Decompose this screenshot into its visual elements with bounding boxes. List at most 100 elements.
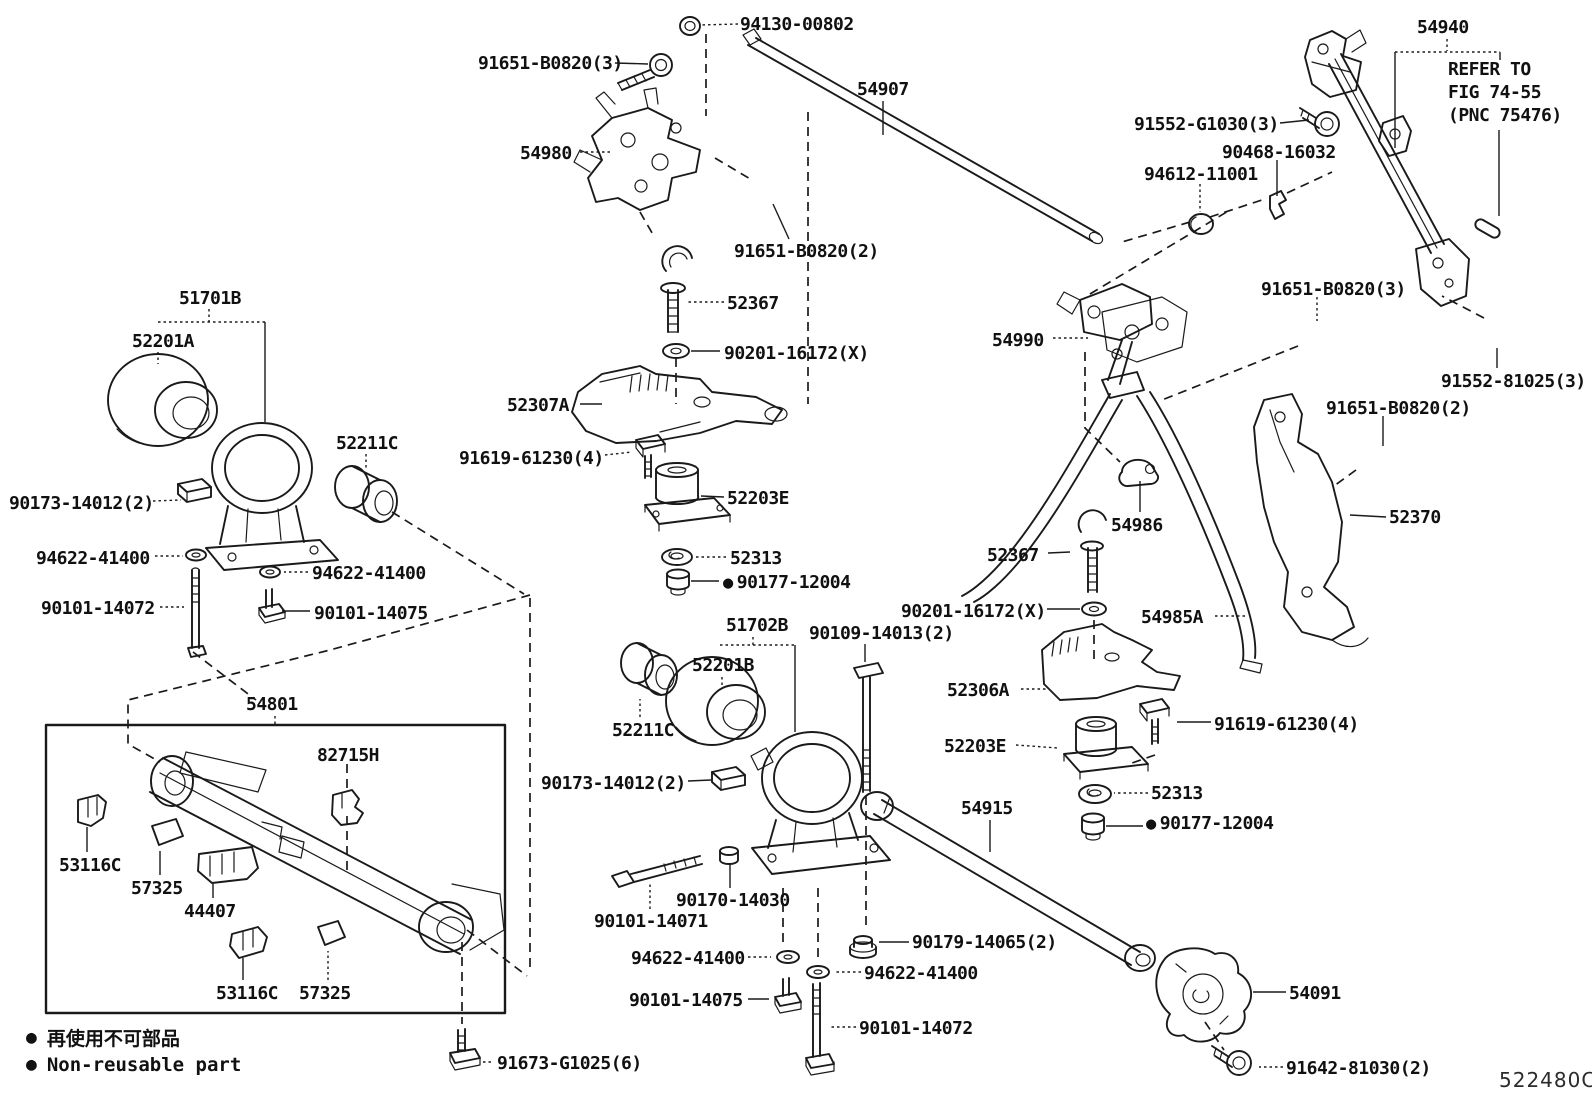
part-label-54915: 54915 bbox=[961, 798, 1013, 819]
part-number-text: 90468-16032 bbox=[1222, 142, 1336, 163]
part-label-52313: 52313 bbox=[1151, 783, 1203, 804]
part-number-text: 90201-16172(X) bbox=[901, 601, 1046, 622]
part-number-text: 90101-14072 bbox=[859, 1018, 973, 1039]
part-number-text: 54915 bbox=[961, 798, 1013, 819]
part-number-text: 54801 bbox=[246, 694, 298, 715]
part-number-text: 52203E bbox=[727, 488, 790, 509]
bolt-90101-14072-center-drawing bbox=[805, 982, 835, 1076]
bolt-91642-drawing bbox=[1211, 1045, 1252, 1076]
bolt-91619-right-drawing bbox=[1139, 698, 1170, 745]
part-label-90201-16172(X): 90201-16172(X) bbox=[724, 343, 869, 364]
part-number-text: 51701B bbox=[179, 288, 242, 309]
part-label-53116C: 53116C bbox=[216, 983, 279, 1004]
refer-note-line: REFER TO bbox=[1448, 59, 1531, 80]
bracket-51702B-drawing bbox=[750, 731, 891, 875]
part-number-text: 91651-B0820(2) bbox=[734, 241, 879, 262]
bolt-90101-14075-center-drawing bbox=[774, 977, 802, 1014]
part-number-text: 51702B bbox=[726, 615, 789, 636]
part-label-52306A: 52306A bbox=[947, 680, 1010, 701]
nut-90173-center-drawing bbox=[711, 766, 746, 791]
part-label-90101-14071: 90101-14071 bbox=[594, 911, 708, 932]
part-label-90468-16032: 90468-16032 bbox=[1222, 142, 1336, 163]
part-number-text: 52370 bbox=[1389, 507, 1441, 528]
nut-90177-left-drawing bbox=[666, 568, 690, 596]
nut-90179-drawing bbox=[849, 935, 877, 959]
refer-note: REFER TO FIG 74-55 (PNC 75476) bbox=[1448, 58, 1562, 127]
part-number-text: 94622-41400 bbox=[312, 563, 426, 584]
part-label-90101-14072: 90101-14072 bbox=[41, 598, 155, 619]
part-label-90101-14072: 90101-14072 bbox=[859, 1018, 973, 1039]
part-number-text: 52201B bbox=[692, 655, 755, 676]
part-label-52313: 52313 bbox=[730, 548, 782, 569]
part-number-text: 57325 bbox=[299, 983, 351, 1004]
bolt-91552-G1030-drawing bbox=[1299, 107, 1340, 137]
part-number-text: 94622-41400 bbox=[36, 548, 150, 569]
stud-90101-14072-left-drawing bbox=[187, 567, 207, 658]
part-number-text: 94130-00802 bbox=[740, 14, 854, 35]
part-number-text: 53116C bbox=[59, 855, 122, 876]
collar-52211C-center-drawing bbox=[620, 642, 678, 696]
bracket-52307A-drawing bbox=[571, 365, 788, 444]
part-label-90201-16172(X): 90201-16172(X) bbox=[901, 601, 1046, 622]
refer-note-line: FIG 74-55 bbox=[1448, 82, 1542, 103]
bushing-52201A-drawing bbox=[107, 353, 218, 447]
legend: ● 再使用不可部品 ● Non-reusable part bbox=[26, 1024, 241, 1078]
part-label-91642-81030(2): 91642-81030(2) bbox=[1286, 1058, 1431, 1079]
part-label-94622-41400: 94622-41400 bbox=[36, 548, 150, 569]
retainer-52313-right-drawing bbox=[1078, 784, 1112, 804]
part-label-94130-00802: 94130-00802 bbox=[740, 14, 854, 35]
part-number-text: 90177-12004 bbox=[1159, 813, 1274, 834]
part-label-91673-G1025(6): 91673-G1025(6) bbox=[497, 1053, 642, 1074]
part-number-text: 82715H bbox=[317, 745, 380, 766]
part-label-90101-14075: 90101-14075 bbox=[314, 603, 428, 624]
part-number-text: 52201A bbox=[132, 331, 195, 352]
part-number-text: 91651-B0820(3) bbox=[478, 53, 623, 74]
part-label-54907: 54907 bbox=[857, 79, 909, 100]
part-number-text: 91673-G1025(6) bbox=[497, 1053, 642, 1074]
part-number-text: 91642-81030(2) bbox=[1286, 1058, 1431, 1079]
part-label-91552-81025(3): 91552-81025(3) bbox=[1441, 371, 1586, 392]
part-number-text: 44407 bbox=[184, 901, 236, 922]
part-number-text: 90101-14075 bbox=[629, 990, 743, 1011]
part-label-90109-14013(2): 90109-14013(2) bbox=[809, 623, 954, 644]
washer-90201-left-drawing bbox=[662, 343, 690, 359]
part-number-text: 54985A bbox=[1141, 607, 1204, 628]
part-label-90173-14012(2): 90173-14012(2) bbox=[541, 773, 686, 794]
insulator-52203E-left-drawing bbox=[644, 462, 731, 532]
bolt-90109-drawing bbox=[853, 662, 884, 793]
washers-94622-left-drawing bbox=[185, 548, 281, 579]
hook-bolt-52367-right-drawing bbox=[1077, 509, 1107, 593]
part-label-90177-12004: ●90177-12004 bbox=[1146, 813, 1274, 834]
shield-52370-drawing bbox=[1253, 393, 1369, 648]
part-label-54801: 54801 bbox=[246, 694, 298, 715]
bushing-52201B-drawing bbox=[665, 656, 766, 746]
collar-52211C-left-drawing bbox=[334, 465, 398, 523]
part-label-90177-12004: ●90177-12004 bbox=[723, 572, 851, 593]
torsion-bar-54915-drawing bbox=[860, 791, 1156, 972]
part-label-53116C: 53116C bbox=[59, 855, 122, 876]
legend-text-en: Non-reusable part bbox=[46, 1053, 242, 1076]
part-number-text: 94612-11001 bbox=[1144, 164, 1258, 185]
part-number-text: 91619-61230(4) bbox=[1214, 714, 1359, 735]
figure-code: 522480C bbox=[1499, 1068, 1592, 1092]
part-number-text: 52313 bbox=[1151, 783, 1203, 804]
part-number-text: 52211C bbox=[336, 433, 399, 454]
part-label-44407: 44407 bbox=[184, 901, 236, 922]
part-label-52367: 52367 bbox=[727, 293, 779, 314]
part-label-91651-B0820(3): 91651-B0820(3) bbox=[1261, 279, 1406, 300]
bolt-90101-14075-left-drawing bbox=[258, 588, 286, 624]
part-label-94622-41400: 94622-41400 bbox=[864, 963, 978, 984]
part-number-text: 90177-12004 bbox=[736, 572, 851, 593]
part-label-91619-61230(4): 91619-61230(4) bbox=[459, 448, 604, 469]
insulator-52203E-right-drawing bbox=[1063, 716, 1149, 780]
part-number-text: 91552-G1030(3) bbox=[1134, 114, 1279, 135]
bolt-91673-drawing bbox=[449, 1028, 481, 1071]
part-label-51702B: 51702B bbox=[726, 615, 789, 636]
grommet-94612-drawing bbox=[1188, 213, 1214, 235]
part-label-91651-B0820(2): 91651-B0820(2) bbox=[1326, 398, 1471, 419]
clip-90468-drawing bbox=[1269, 190, 1287, 220]
part-number-text: 54907 bbox=[857, 79, 909, 100]
part-label-54986: 54986 bbox=[1111, 515, 1163, 536]
part-label-91619-61230(4): 91619-61230(4) bbox=[1214, 714, 1359, 735]
part-number-text: 90109-14013(2) bbox=[809, 623, 954, 644]
